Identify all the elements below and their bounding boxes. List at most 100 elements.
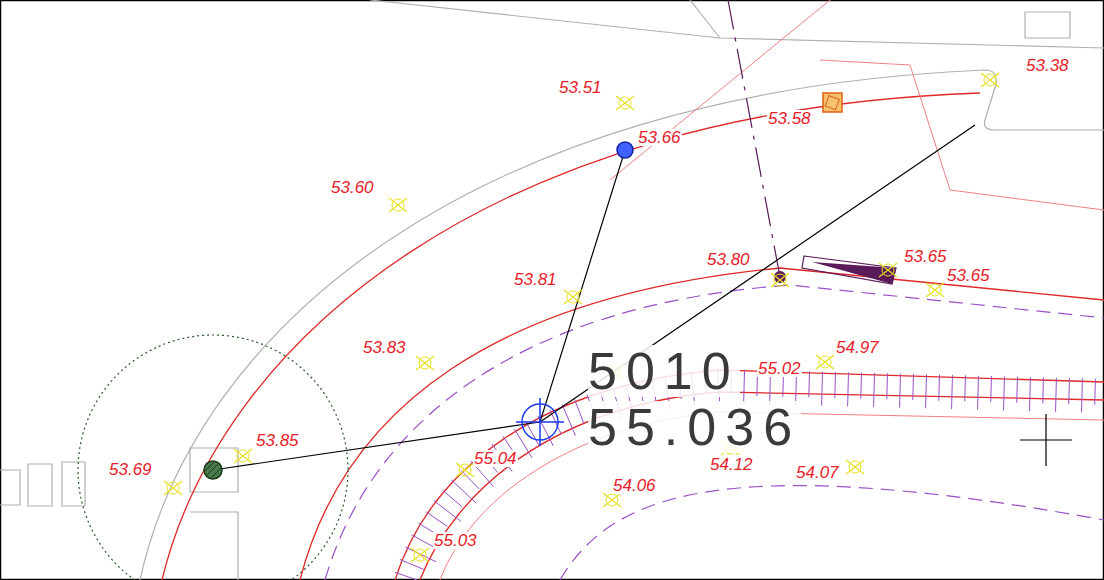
grid-cross <box>1020 414 1072 466</box>
spot-height: 55.04 <box>473 450 518 467</box>
spot-height: 53.51 <box>558 79 603 96</box>
hatch-tick <box>575 399 584 423</box>
spot-mark-cross <box>816 355 834 369</box>
embankment-hatch <box>395 369 1095 580</box>
point-annotation: 55.036 <box>588 401 801 453</box>
spot-mark-cross <box>164 481 182 495</box>
kerb-lines <box>162 93 1104 580</box>
hatch-tick <box>1094 379 1096 405</box>
spot-height: 53.65 <box>903 248 948 265</box>
spot-mark <box>926 283 944 297</box>
spot-height: 53.60 <box>330 179 375 196</box>
hatch-tick <box>451 480 476 503</box>
gully-symbol <box>823 93 842 112</box>
spot-mark-cross <box>416 356 434 370</box>
pink-lines <box>440 0 1104 580</box>
spot-height: 55.03 <box>433 532 478 549</box>
sign-symbol <box>802 256 896 284</box>
hatch-tick <box>526 422 539 445</box>
spot-mark-cross <box>564 290 582 304</box>
spot-height: 53.83 <box>362 339 407 356</box>
hatch-tick <box>834 372 836 398</box>
hatch-tick <box>951 375 953 409</box>
spot-height: 53.85 <box>255 432 300 449</box>
spot-mark-cross <box>389 198 407 212</box>
hatch-tick <box>412 535 435 547</box>
spot-mark <box>411 548 429 562</box>
spot-mark <box>564 290 582 304</box>
spot-height: 54.97 <box>835 339 880 356</box>
point-annotation: 5010 <box>588 345 740 397</box>
hatch-tick <box>426 512 447 527</box>
spot-mark <box>879 263 897 277</box>
station-symbol <box>516 398 564 446</box>
spot-mark-cross <box>879 263 897 277</box>
hatch-tick <box>860 373 862 399</box>
spot-mark <box>416 356 434 370</box>
spot-marks <box>164 73 999 562</box>
spot-mark-cross <box>981 73 999 87</box>
spot-mark-cross <box>234 449 252 463</box>
manhole-symbol <box>204 461 222 479</box>
spot-mark <box>234 449 252 463</box>
hatch-tick <box>434 501 461 522</box>
hatch-tick <box>925 374 927 408</box>
spot-height: 54.07 <box>795 464 840 481</box>
hatch-tick <box>1016 377 1018 403</box>
spot-mark <box>816 355 834 369</box>
spot-height: 53.66 <box>637 129 682 146</box>
hatch-tick <box>912 374 914 400</box>
valve-symbol <box>617 142 633 158</box>
spot-height: 54.06 <box>612 477 657 494</box>
spot-height: 53.81 <box>513 271 558 288</box>
spot-mark <box>456 463 474 477</box>
hatch-tick <box>977 376 979 410</box>
spot-mark <box>846 460 864 474</box>
spot-mark <box>389 198 407 212</box>
spot-mark <box>616 96 634 110</box>
hatch-tick <box>1081 378 1083 412</box>
spot-height: 54.12 <box>709 456 754 473</box>
hatch-tick <box>886 373 888 399</box>
spot-height: 53.69 <box>108 461 153 478</box>
hatch-tick <box>1068 378 1070 404</box>
hatch-guide <box>405 381 1104 580</box>
survey-rays <box>213 125 975 470</box>
hatch-tick <box>442 490 462 507</box>
service-line <box>728 0 780 277</box>
hatch-tick <box>990 376 992 402</box>
hatch-tick <box>808 371 810 397</box>
hatch-tick <box>743 370 745 404</box>
dashed-lines <box>325 285 1104 580</box>
hatch-tick <box>847 372 849 406</box>
hatch-tick <box>821 372 823 406</box>
spot-mark <box>771 273 789 287</box>
spot-mark-cross <box>616 96 634 110</box>
hatch-tick <box>1003 376 1005 410</box>
spot-mark <box>164 481 182 495</box>
spot-height: 55.02 <box>757 360 802 377</box>
spot-mark-cross <box>603 493 621 507</box>
spot-mark-cross <box>771 273 789 287</box>
spot-mark <box>603 493 621 507</box>
hatch-tick <box>562 404 575 435</box>
hatch-tick <box>964 375 966 401</box>
manhole-hatch <box>205 462 221 478</box>
hatch-tick <box>1055 378 1057 412</box>
spot-height: 53.65 <box>946 267 991 284</box>
hatch-tick <box>1029 377 1031 411</box>
spot-height: 53.80 <box>706 251 751 268</box>
spot-mark-cross <box>926 283 944 297</box>
spot-mark-cross <box>846 460 864 474</box>
hatch-tick <box>873 373 875 407</box>
hatch-tick <box>395 572 427 580</box>
search-circle <box>78 335 348 580</box>
spot-mark <box>981 73 999 87</box>
hatch-tick <box>1042 377 1044 403</box>
hatch-tick <box>899 374 901 408</box>
spot-height: 53.38 <box>1025 57 1070 74</box>
hatch-tick <box>938 375 940 401</box>
